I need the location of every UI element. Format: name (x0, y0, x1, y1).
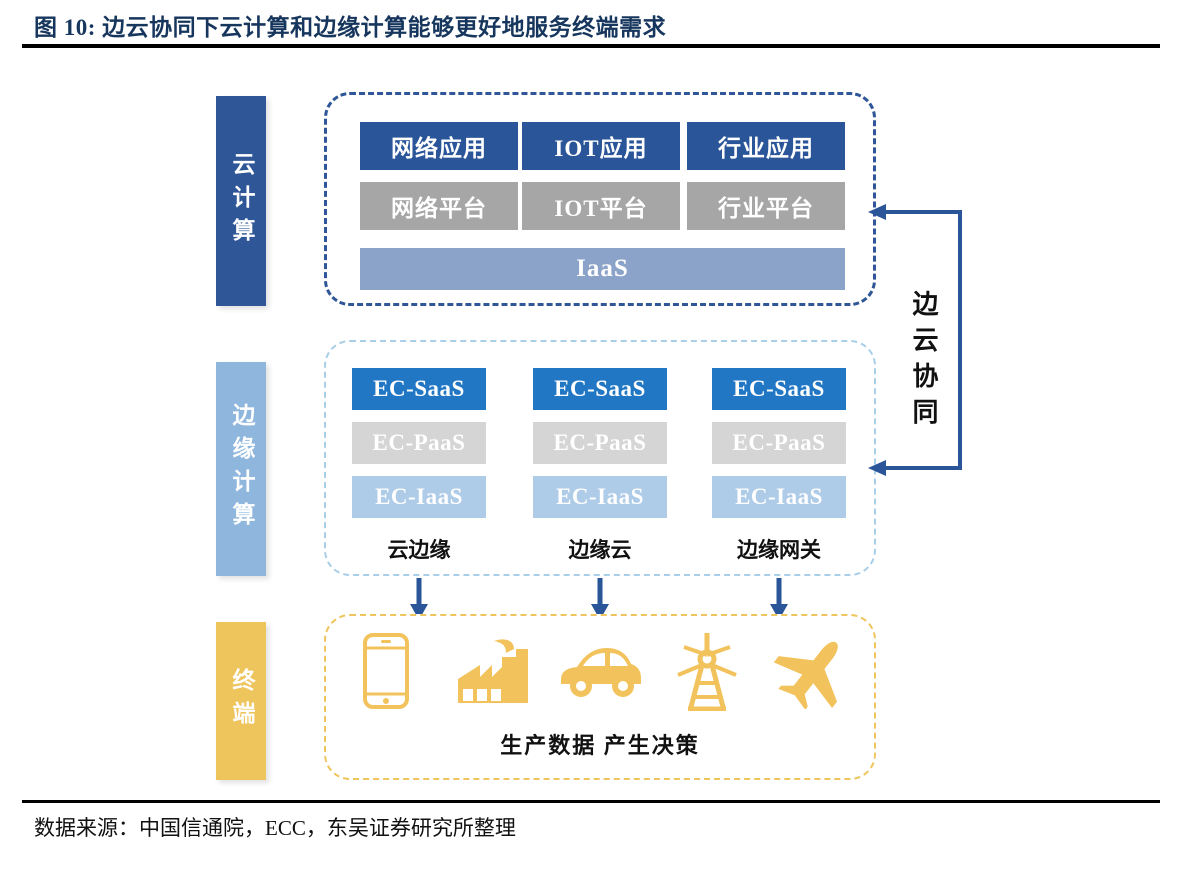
cloud-edge-collaboration-connector (868, 204, 962, 476)
down-arrow-icon-3 (770, 578, 788, 620)
cloud-platform-box-3: 行业平台 (687, 182, 845, 230)
edge-column-label-3: 边缘网关 (737, 538, 821, 562)
down-arrow-icon-1 (410, 578, 428, 620)
edge-layer-label: 边缘计算 (216, 362, 266, 576)
edge-iaas-box-1: EC-IaaS (352, 476, 486, 518)
airplane-icon (768, 630, 860, 712)
terminal-caption: 生产数据 产生决策 (500, 733, 700, 758)
cloud-iaas-bar: IaaS (360, 248, 845, 290)
edge-paas-box-2: EC-PaaS (533, 422, 667, 464)
edge-column-label-1: 云边缘 (387, 538, 451, 562)
terminal-layer-container (324, 614, 876, 780)
edge-iaas-box-3: EC-IaaS (712, 476, 846, 518)
figure-title: 图 10: 边云协同下云计算和边缘计算能够更好地服务终端需求 (34, 15, 667, 40)
edge-paas-box-1: EC-PaaS (352, 422, 486, 464)
edge-saas-box-3: EC-SaaS (712, 368, 846, 410)
factory-icon (447, 630, 539, 712)
collaboration-label: 边云协同 (909, 290, 938, 434)
edge-paas-box-3: EC-PaaS (712, 422, 846, 464)
smartphone-icon (340, 630, 432, 712)
header-divider-rule (22, 44, 1160, 48)
edge-iaas-box-2: EC-IaaS (533, 476, 667, 518)
down-arrow-icon-2 (591, 578, 609, 620)
cloud-platform-box-1: 网络平台 (360, 182, 518, 230)
footer-divider-rule (22, 800, 1160, 803)
edge-saas-box-2: EC-SaaS (533, 368, 667, 410)
edge-saas-box-1: EC-SaaS (352, 368, 486, 410)
car-icon (554, 630, 646, 712)
cloud-platform-box-2: IOT平台 (522, 182, 680, 230)
cloud-application-box-2: IOT应用 (522, 122, 680, 170)
cloud-application-box-3: 行业应用 (687, 122, 845, 170)
cloud-application-box-1: 网络应用 (360, 122, 518, 170)
edge-column-label-2: 边缘云 (568, 538, 632, 562)
terminal-layer-label: 终端 (216, 622, 266, 780)
source-note: 数据来源：中国信通院，ECC，东吴证券研究所整理 (34, 816, 516, 840)
tower-icon (661, 630, 753, 712)
cloud-layer-label: 云计算 (216, 96, 266, 306)
terminal-icon-row (340, 630, 860, 712)
